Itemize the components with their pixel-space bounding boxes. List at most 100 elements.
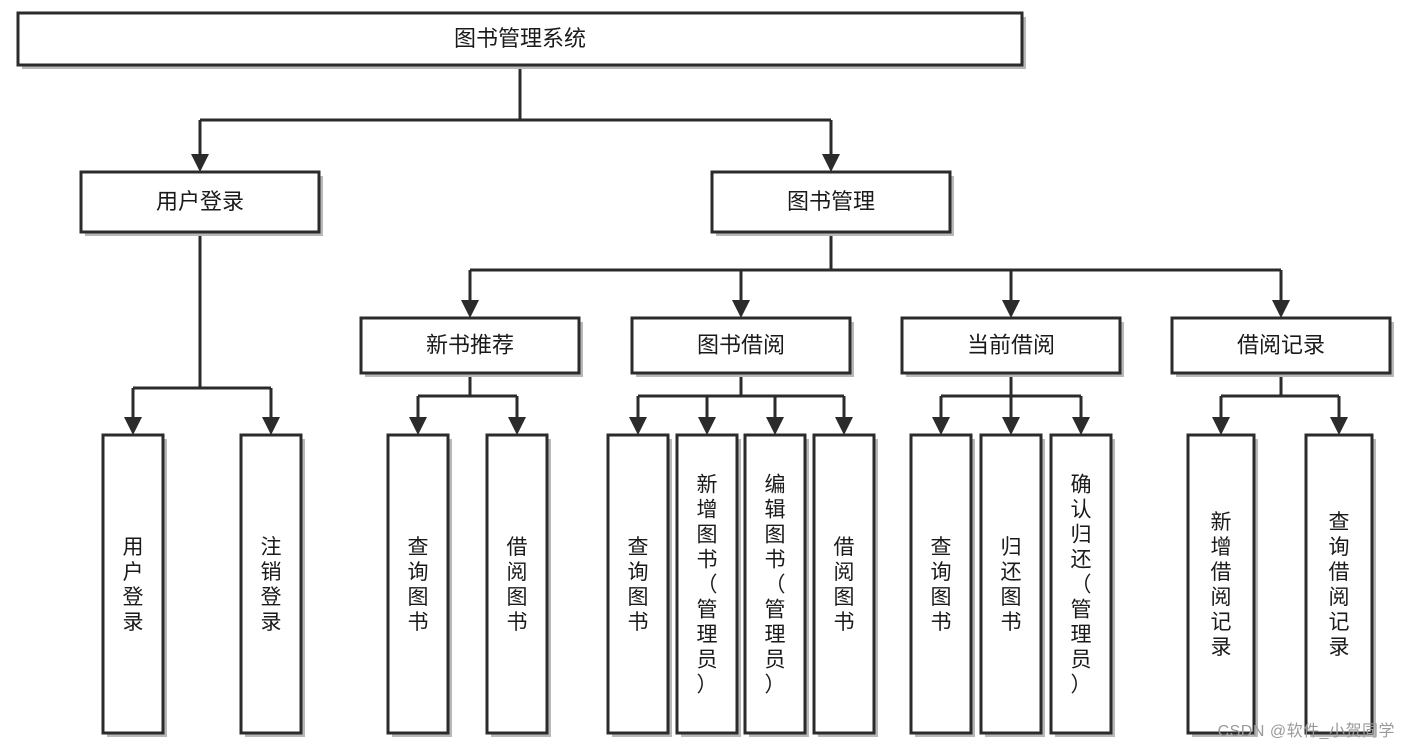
node-leaf-bb-query-book-label-char: 询 (628, 561, 649, 584)
node-leaf-cb-return-book-label-char: 图 (1001, 586, 1022, 609)
arrow-head-icon (766, 417, 784, 435)
node-leaf-bb-add-book-label-char: 新 (697, 474, 718, 497)
node-leaf-bb-edit-book-label-char: ） (765, 674, 786, 697)
node-book-borrow-box[interactable] (630, 316, 852, 375)
node-leaf-bb-edit-book-box[interactable] (743, 433, 807, 735)
node-leaf-cb-query-book-box[interactable] (909, 433, 973, 735)
node-leaf-br-add-record-box[interactable] (1186, 433, 1256, 735)
arrow-head-icon (1272, 300, 1290, 318)
node-leaf-cb-confirm-return-label-char: 认 (1071, 499, 1092, 522)
node-leaf-cb-confirm-return-box[interactable] (1049, 433, 1113, 735)
node-leaf-rec-query-book-label-char: 图 (408, 586, 429, 609)
node-leaf-rec-borrow-book-label-char: 借 (507, 536, 528, 559)
node-root-box[interactable] (16, 11, 1024, 67)
node-leaf-user-login-box[interactable] (101, 433, 165, 735)
node-leaf-bb-borrow-book-label-char: 阅 (834, 561, 855, 584)
node-leaf-bb-borrow-book-label-char: 图 (834, 586, 855, 609)
node-leaf-user-login-label-char: 用 (123, 536, 144, 559)
node-borrow-record-label: 借阅记录 (1237, 332, 1325, 357)
arrow-head-icon (1002, 417, 1020, 435)
node-leaf-br-query-record-box[interactable] (1304, 433, 1374, 735)
node-book-manage-box[interactable] (710, 170, 952, 234)
node-leaf-rec-borrow-book-label-char: 阅 (507, 561, 528, 584)
node-leaf-bb-edit-book-label-char: 编 (765, 474, 786, 497)
node-leaf-bb-query-book-label-char: 查 (628, 536, 649, 559)
arrow-head-icon (262, 417, 280, 435)
node-borrow-record[interactable]: 借阅记录 (1170, 316, 1394, 377)
node-leaf-bb-query-book-box[interactable] (606, 433, 670, 735)
node-leaf-user-logout-box[interactable] (239, 433, 303, 735)
node-user-login[interactable]: 用户登录 (79, 170, 323, 236)
node-leaf-cb-confirm-return-label-char: 员 (1071, 649, 1092, 672)
node-leaf-user-logout-label-char: 录 (261, 611, 282, 634)
arrow-head-icon (835, 417, 853, 435)
node-leaf-cb-confirm-return-label-char: 理 (1071, 624, 1092, 647)
node-new-book-rec-label: 新书推荐 (426, 332, 514, 357)
arrow-head-icon (124, 417, 142, 435)
node-leaf-user-login-label-char: 登 (123, 586, 144, 609)
node-leaf-bb-add-book-box[interactable] (675, 433, 739, 735)
node-leaf-rec-query-book-box[interactable] (386, 433, 450, 735)
node-leaf-bb-add-book-label-char: ） (697, 674, 718, 697)
node-leaf-bb-edit-book-label-char: （ (765, 574, 786, 597)
node-new-book-rec-box[interactable] (359, 316, 581, 375)
node-current-borrow-box[interactable] (900, 316, 1122, 375)
node-leaf-cb-confirm-return-label-char: 归 (1071, 524, 1092, 547)
node-leaf-cb-query-book-label-char: 图 (931, 586, 952, 609)
node-leaf-br-query-record-label-char: 阅 (1329, 586, 1350, 609)
node-leaf-br-query-record-label-char: 记 (1329, 611, 1350, 634)
node-leaf-bb-edit-book-label-char: 图 (765, 524, 786, 547)
arrow-head-icon (698, 417, 716, 435)
node-leaf-rec-query-book-label-char: 书 (408, 611, 429, 634)
node-book-manage[interactable]: 图书管理 (710, 170, 954, 236)
node-borrow-record-box[interactable] (1170, 316, 1392, 375)
node-leaf-user-logout-label-char: 登 (261, 586, 282, 609)
node-leaf-br-query-record-label-char: 借 (1329, 561, 1350, 584)
node-leaf-bb-borrow-book-label-char: 书 (834, 611, 855, 634)
node-leaf-bb-edit-book-label-char: 管 (765, 599, 786, 622)
node-current-borrow[interactable]: 当前借阅 (900, 316, 1124, 377)
arrow-head-icon (932, 417, 950, 435)
node-user-login-label: 用户登录 (156, 189, 244, 214)
node-book-borrow[interactable]: 图书借阅 (630, 316, 854, 377)
node-user-login-box[interactable] (79, 170, 321, 234)
node-leaf-br-query-record-label-char: 询 (1329, 536, 1350, 559)
node-leaf-user-login-label-char: 户 (123, 561, 144, 584)
node-leaf-cb-return-book-label-char: 书 (1001, 611, 1022, 634)
node-leaf-bb-query-book-label-char: 图 (628, 586, 649, 609)
node-leaf-cb-confirm-return-label-char: ） (1071, 674, 1092, 697)
node-leaf-br-add-record-label-char: 记 (1211, 611, 1232, 634)
node-leaf-user-login[interactable]: 用户登录 (101, 433, 167, 737)
node-leaf-br-add-record-label-char: 借 (1211, 561, 1232, 584)
node-root[interactable]: 图书管理系统 (16, 11, 1026, 69)
node-leaf-user-login-label-char: 录 (123, 611, 144, 634)
node-leaf-cb-query-book-label-char: 询 (931, 561, 952, 584)
node-leaf-bb-borrow-book-box[interactable] (812, 433, 876, 735)
node-book-manage-label: 图书管理 (787, 189, 875, 214)
node-leaf-cb-return-book-box[interactable] (979, 433, 1043, 735)
arrow-head-icon (822, 154, 840, 172)
connector-layer (124, 65, 1348, 435)
node-leaf-rec-borrow-book-box[interactable] (485, 433, 549, 735)
node-leaf-cb-confirm-return-label-char: 还 (1071, 549, 1092, 572)
node-layer: 图书管理系统用户登录图书管理新书推荐图书借阅当前借阅借阅记录用户登录注销登录查询… (16, 11, 1394, 737)
node-leaf-rec-query-book-label-char: 询 (408, 561, 429, 584)
node-leaf-bb-add-book-label-char: 图 (697, 524, 718, 547)
node-new-book-rec[interactable]: 新书推荐 (359, 316, 583, 377)
arrow-head-icon (508, 417, 526, 435)
arrow-head-icon (191, 154, 209, 172)
